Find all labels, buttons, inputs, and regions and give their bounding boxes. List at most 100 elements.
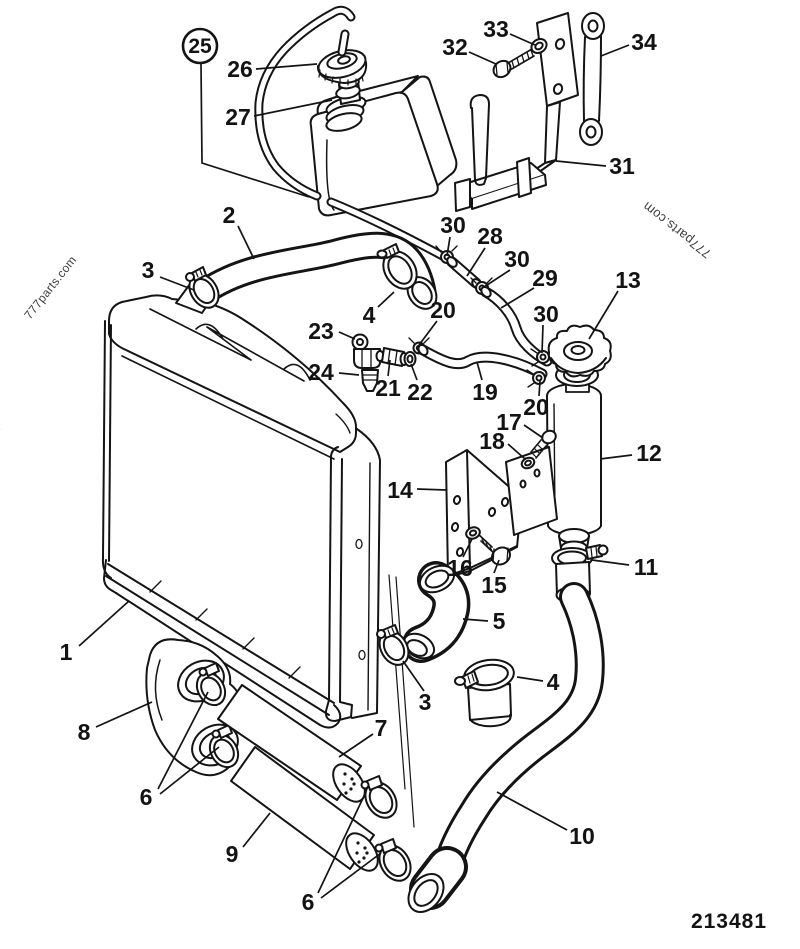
bolt-17 — [530, 429, 557, 459]
callout-number: 20 — [523, 394, 549, 420]
callout-number: 11 — [634, 554, 659, 580]
callout-number: 30 — [440, 212, 466, 238]
callout-34: 34 — [600, 29, 657, 57]
callout-number: 31 — [609, 153, 635, 179]
hose-clamp-6-a — [195, 662, 227, 707]
callout-number: 15 — [481, 572, 507, 598]
ferrule-22 — [403, 351, 417, 367]
callout-13: 13 — [588, 267, 641, 340]
bottom-hose-10 — [407, 582, 605, 913]
hose-clamp-6-d — [374, 838, 412, 882]
callout-12: 12 — [599, 440, 662, 466]
hose-clamp-3-top — [185, 266, 220, 309]
callout-24: 24 — [308, 359, 360, 385]
callout-number: 22 — [407, 379, 433, 405]
callout-11: 11 — [591, 554, 659, 580]
callout-number: 19 — [472, 379, 498, 405]
callout-3: 3 — [142, 257, 195, 291]
callout-6: 6 — [140, 691, 220, 810]
callout-number: 28 — [477, 223, 503, 249]
callout-number: 20 — [430, 297, 456, 323]
callout-29: 29 — [500, 265, 558, 309]
callout-number: 6 — [140, 784, 153, 810]
callout-number: 24 — [308, 359, 334, 385]
callout-22: 22 — [407, 363, 433, 405]
callout-8: 8 — [78, 701, 153, 745]
callout-number: 1 — [60, 639, 73, 665]
callout-number: 33 — [483, 16, 509, 42]
callout-19: 19 — [472, 361, 498, 405]
callout-number: 30 — [533, 301, 559, 327]
hose-clamp-4-top — [376, 243, 418, 290]
callout-26: 26 — [227, 56, 318, 82]
callout-4: 4 — [516, 669, 560, 695]
callout-30: 30 — [483, 246, 530, 288]
callout-1: 1 — [60, 600, 130, 665]
strap-34 — [579, 12, 605, 146]
callout-number: 14 — [387, 477, 413, 503]
callout-30: 30 — [440, 212, 466, 257]
callout-17: 17 — [496, 409, 544, 439]
callout-number: 9 — [226, 841, 239, 867]
callout-23: 23 — [308, 318, 356, 344]
hose-clamp-3-bottom — [376, 624, 410, 666]
callout-10: 10 — [496, 791, 595, 849]
elbow-5 — [402, 561, 471, 663]
callout-28: 28 — [466, 223, 503, 277]
callout-number: 26 — [227, 56, 253, 82]
elbow-fitting-23 — [351, 333, 385, 369]
illustration-layer — [101, 5, 612, 913]
watermark-corner: 777parts.com — [0, 422, 3, 491]
callout-9: 9 — [226, 812, 271, 867]
callout-18: 18 — [479, 428, 526, 460]
callout-7: 7 — [338, 715, 388, 758]
hose-clamp-6-b — [208, 724, 240, 769]
callout-number: 21 — [375, 375, 401, 401]
callout-20: 20 — [418, 297, 456, 346]
alignment-lines — [388, 574, 415, 828]
callout-number: 10 — [569, 823, 595, 849]
callout-15: 15 — [481, 559, 507, 598]
callout-31: 31 — [555, 153, 635, 179]
callout-number: 12 — [636, 440, 662, 466]
callout-number: 2 — [223, 202, 236, 228]
washer-33 — [530, 37, 548, 55]
callout-6: 6 — [302, 795, 382, 915]
callout-4: 4 — [363, 291, 395, 328]
callout-27: 27 — [225, 99, 333, 130]
bracket-31 — [454, 12, 579, 212]
callout-25: 25 — [181, 27, 310, 198]
callout-number: 4 — [547, 669, 560, 695]
callout-21: 21 — [375, 359, 401, 401]
callout-number: 29 — [532, 265, 558, 291]
callout-number: 6 — [302, 889, 315, 915]
plug-24 — [361, 369, 379, 392]
callout-32: 32 — [442, 34, 497, 65]
callout-5: 5 — [462, 608, 506, 634]
hose-clamp-6-c — [360, 775, 398, 819]
hose-29 — [480, 286, 553, 367]
callout-number: 18 — [479, 428, 505, 454]
adapter-21 — [381, 347, 409, 367]
callout-number: 5 — [493, 608, 506, 634]
bolt-32 — [492, 48, 535, 79]
washer-16 — [465, 526, 481, 540]
watermark-left: 777parts.com — [21, 253, 79, 322]
drawing-number: 213481 — [691, 910, 767, 933]
callout-number: 32 — [442, 34, 468, 60]
callout-number: 8 — [78, 719, 91, 745]
hose-19 — [417, 343, 548, 380]
callout-number: 17 — [496, 409, 522, 435]
callout-30: 30 — [533, 301, 559, 354]
callout-number: 7 — [375, 715, 388, 741]
overflow-hose — [254, 5, 453, 264]
callout-number: 4 — [363, 302, 376, 328]
callout-33: 33 — [483, 16, 536, 46]
callout-2: 2 — [223, 202, 255, 260]
washer-18 — [520, 456, 536, 470]
cooler-tube-7 — [217, 684, 366, 803]
callout-number: 30 — [504, 246, 530, 272]
filler-cap — [316, 49, 368, 86]
